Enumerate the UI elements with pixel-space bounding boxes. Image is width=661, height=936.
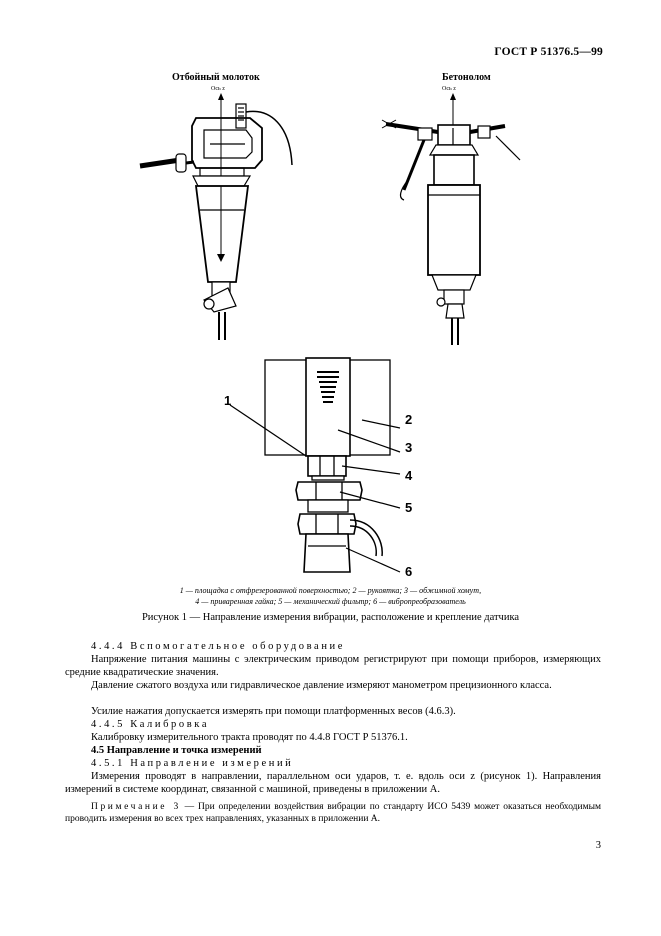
figure-title-left: Отбойный молоток <box>172 72 260 83</box>
part-number-6: 6 <box>405 564 413 579</box>
part-number-3: 3 <box>405 440 413 455</box>
axis-label-right: Ось z <box>442 86 456 92</box>
note-text: — При определении воздействия вибрации п… <box>65 802 601 824</box>
figure-legend-line-2: 4 — приваренная гайка; 5 — механический … <box>195 597 466 606</box>
figure-legend-line-1: 1 — площадка с отфрезерованной поверхнос… <box>179 586 482 595</box>
axis-label-left: Ось z <box>211 86 225 92</box>
note-3: Примечание 3 — При определении воздейств… <box>65 801 601 825</box>
document-header: ГОСТ Р 51376.5—99 <box>494 46 603 58</box>
section-4-4-5-paragraph-1: Калибровку измерительного тракта проводя… <box>91 732 408 743</box>
part-number-5: 5 <box>405 500 413 515</box>
part-number-1: 1 <box>224 393 232 408</box>
section-4-5-1-heading: 4.5.1 Направление измерений <box>91 758 294 769</box>
part-number-2: 2 <box>405 412 413 427</box>
section-4-4-5-heading: 4.4.5 Калибровка <box>91 719 210 730</box>
section-4-5-heading: 4.5 Направление и точка измерений <box>91 745 262 756</box>
note-label: Примечание 3 <box>91 802 181 812</box>
section-4-4-4-paragraph-2: Давление сжатого воздуха или гидравличес… <box>91 680 552 691</box>
figure-title-right: Бетонолом <box>442 72 491 83</box>
page-number: 3 <box>595 840 601 851</box>
figure-caption: Рисунок 1 — Направление измерения вибрац… <box>141 612 520 623</box>
section-4-4-4-paragraph-3: Усилие нажатия допускается измерять при … <box>91 706 456 717</box>
section-4-4-4-paragraph-1: Напряжение питания машины с электрически… <box>65 654 601 678</box>
part-number-4: 4 <box>405 468 413 483</box>
section-4-5-1-paragraph-1: Измерения проводят в направлении, паралл… <box>65 771 601 795</box>
section-4-4-4-heading: 4.4.4 Вспомогательное оборудование <box>91 641 346 652</box>
